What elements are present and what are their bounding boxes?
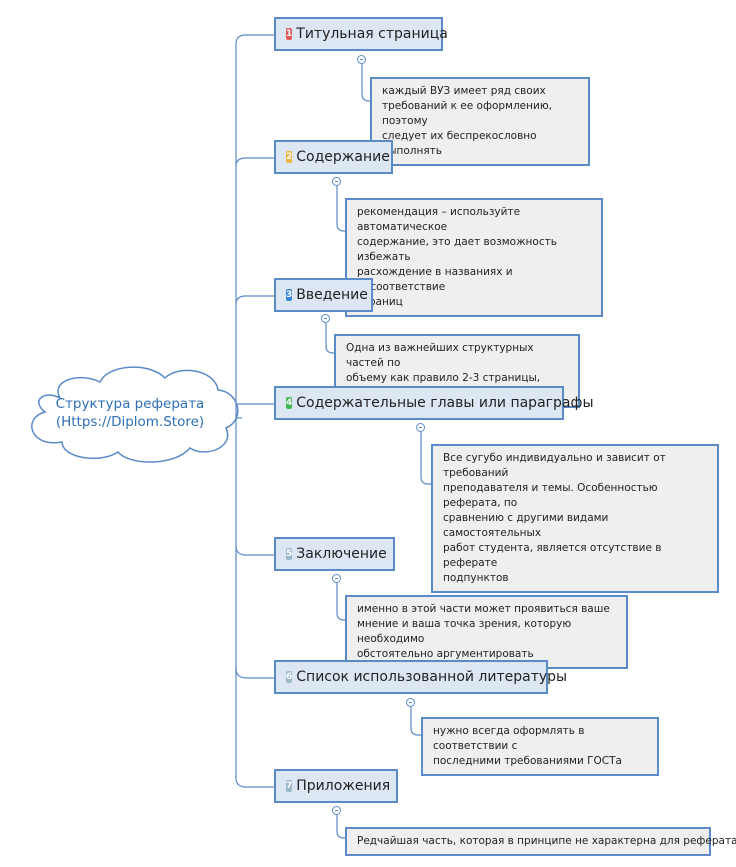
priority-7-icon: 7 [286,780,293,792]
collapse-toggle-icon[interactable] [332,574,341,583]
note-line: обстоятельно аргументировать [357,648,534,660]
note-appendices[interactable]: Редчайшая часть, которая в принципе не х… [345,827,736,856]
topic-label: Введение [296,287,368,303]
note-conclusion[interactable]: именно в этой части может проявиться ваш… [345,595,628,669]
note-line: подпунктов [443,572,509,584]
topic-conclusion[interactable]: 5 Заключение [274,537,395,571]
collapse-toggle-icon[interactable] [406,698,415,707]
collapse-toggle-icon[interactable] [416,423,425,432]
root-cloud-shape [31,366,239,463]
topic-label: Список использованной литературы [296,669,568,685]
note-line: требований к ее оформлению, поэтому [382,100,552,127]
note-line: расхождение в названиях и несоответствие [357,266,513,293]
priority-1-icon: 1 [286,28,293,40]
topic-label: Содержание [296,149,390,165]
root-subtitle: (Https://Diplom.Store) [55,414,205,430]
note-title-page[interactable]: каждый ВУЗ имеет ряд своих требований к … [370,77,590,166]
note-contents[interactable]: рекомендация – используйте автоматическо… [345,198,603,317]
note-line: Все сугубо индивидуально и зависит от тр… [443,452,666,479]
note-line: страниц [357,296,403,308]
note-line: мнение и ваша точка зрения, которую необ… [357,618,572,645]
priority-2-icon: 2 [286,151,293,163]
topic-label: Титульная страница [296,26,448,42]
note-line: последними требованиями ГОСТа [433,755,622,767]
note-references[interactable]: нужно всегда оформлять в соответствии с … [421,717,659,776]
note-line: сравнению с другими видами самостоятельн… [443,512,609,539]
root-title: Структура реферата [55,396,205,412]
collapse-toggle-icon[interactable] [332,806,341,815]
topic-contents[interactable]: 2 Содержание [274,140,393,174]
topic-title-page[interactable]: 1 Титульная страница [274,17,448,51]
collapse-toggle-icon[interactable] [321,314,330,323]
collapse-toggle-icon[interactable] [332,177,341,186]
topic-appendices[interactable]: 7 Приложения [274,769,398,803]
topic-introduction[interactable]: 3 Введение [274,278,373,312]
topic-label: Заключение [296,546,387,562]
note-line: работ студента, является отсутствие в ре… [443,542,662,569]
topic-references[interactable]: 6 Список использованной литературы [274,660,567,694]
root-topic[interactable]: Структура реферата (Https://Diplom.Store… [18,395,242,431]
priority-3-icon: 3 [286,289,293,301]
note-line: следует их беспрекословно выполнять [382,130,537,157]
note-line: содержание, это дает возможность избежат… [357,236,557,263]
topic-main-chapters[interactable]: 4 Содержательные главы или параграфы [274,386,594,420]
note-line: Одна из важнейших структурных частей по [346,342,534,369]
note-line: преподавателя и темы. Особенностью рефер… [443,482,658,509]
note-line: Редчайшая часть, которая в принципе не х… [357,835,736,847]
priority-6-icon: 6 [286,671,293,683]
note-main-chapters[interactable]: Все сугубо индивидуально и зависит от тр… [431,444,719,593]
note-line: рекомендация – используйте автоматическо… [357,206,521,233]
note-line: каждый ВУЗ имеет ряд своих [382,85,546,97]
priority-5-icon: 5 [286,548,293,560]
note-line: именно в этой части может проявиться ваш… [357,603,610,615]
topic-label: Содержательные главы или параграфы [296,395,594,411]
topic-label: Приложения [296,778,391,794]
priority-4-icon: 4 [286,397,293,409]
collapse-toggle-icon[interactable] [357,55,366,64]
note-line: нужно всегда оформлять в соответствии с [433,725,585,752]
